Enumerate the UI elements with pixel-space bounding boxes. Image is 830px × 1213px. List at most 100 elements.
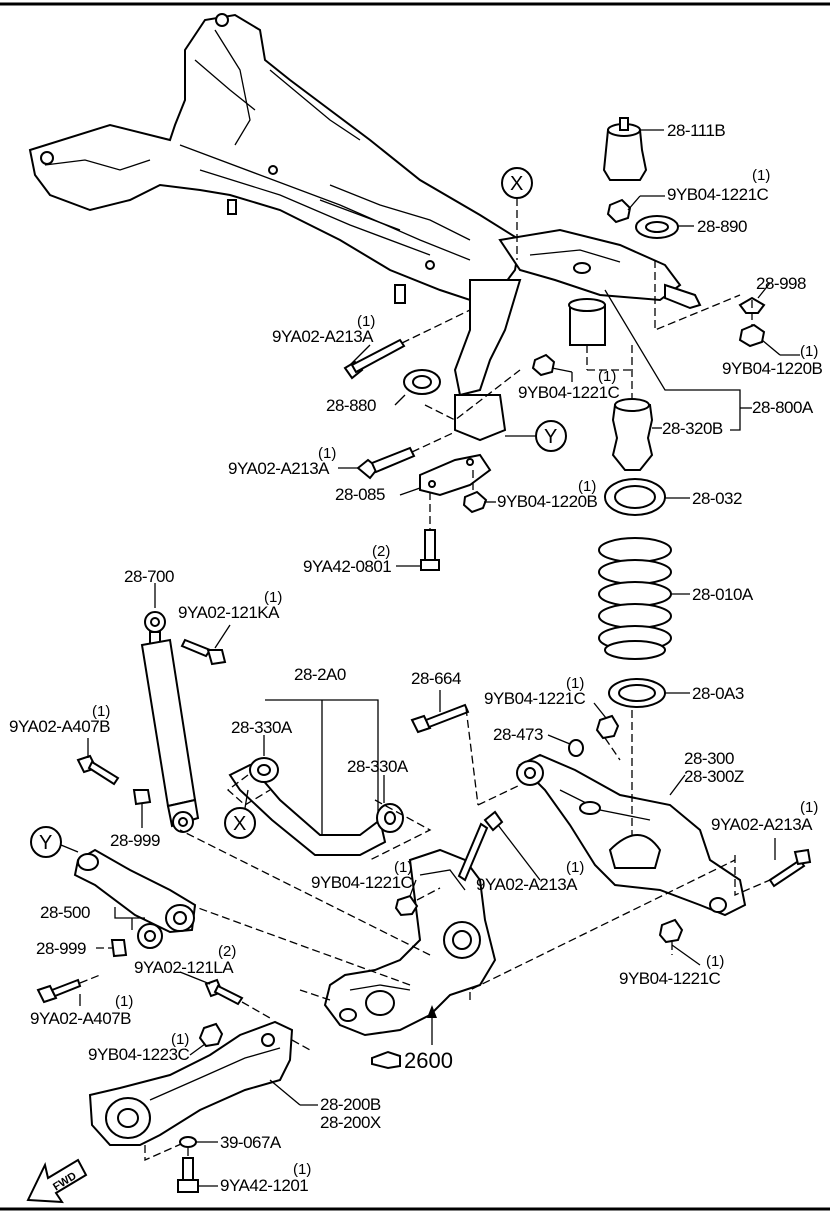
label-28-085: 28-085: [335, 485, 385, 504]
knuckle-2600: [179, 829, 736, 1037]
bolt-9YA02-A213A-middle: [356, 431, 456, 480]
marker-y-link-text: Y: [39, 832, 52, 854]
label-9YB04-1221C-e: 9YB04-1221C: [311, 873, 413, 892]
label-28-2A0: 28-2A0: [294, 665, 346, 684]
qty-9YB04-1221C-e: (1): [394, 859, 412, 876]
label-9YA02-A213A-c: 9YA02-A213A: [711, 815, 813, 834]
reference-marker-y-top: [505, 420, 567, 452]
label-28-999-b: 28-999: [36, 939, 86, 958]
shock-absorber-28-700: [140, 583, 200, 833]
label-9YA02-121LA: 9YA02-121LA: [134, 958, 234, 977]
label-28-998: 28-998: [756, 274, 806, 293]
washer-39-067A: [179, 1136, 218, 1148]
qty-9YA02-A213A-b: (1): [318, 445, 336, 462]
label-9YA42-1201: 9YA42-1201: [220, 1176, 308, 1195]
bolt-9YA02-A213A-right: [768, 838, 812, 888]
qty-9YA02-A213A-c: (1): [800, 799, 818, 816]
label-28-300: 28-300: [684, 749, 734, 768]
bolt-9YA02-A407B-lower: [36, 974, 101, 1006]
lower-arm-28-200B: [88, 1020, 318, 1162]
marker-x-top-text: X: [510, 173, 523, 195]
label-9YB04-1220B-b: 9YB04-1220B: [497, 492, 598, 511]
nut-9YB04-1220B-right: [738, 323, 800, 356]
label-28-111B: 28-111B: [667, 121, 725, 140]
bolt-9YA42-1201: [177, 1148, 218, 1193]
label-28-320B: 28-320B: [662, 419, 723, 438]
label-9YA02-A213A-b: 9YA02-A213A: [228, 459, 330, 478]
qty-9YA02-121KA: (1): [264, 589, 282, 606]
qty-9YB04-1221C-a: (1): [752, 167, 770, 184]
reference-marker-x-top: [501, 167, 533, 260]
dust-boot-28-320B: [611, 398, 662, 471]
label-9YB04-1221C-d: 9YB04-1221C: [619, 969, 721, 988]
qty-9YA42-1201: (1): [293, 1161, 311, 1178]
marker-x-link-text: X: [233, 813, 246, 835]
label-28-700: 28-700: [124, 567, 174, 586]
label-28-0A3: 28-0A3: [692, 684, 744, 703]
label-9YB04-1220B-a: 9YB04-1220B: [722, 359, 823, 378]
lower-arm-28-300: [516, 710, 771, 917]
label-28-330A-b: 28-330A: [347, 757, 409, 776]
qty-9YA02-121LA: (2): [218, 943, 236, 960]
nut-9YB04-1220B-middle: [462, 470, 496, 514]
qty-9YA42-0801: (2): [372, 543, 390, 560]
bolt-9YA02-121LA: [179, 971, 271, 1019]
rear-crossmember: [28, 13, 702, 442]
bolt-28-664: [410, 690, 521, 806]
label-28-500: 28-500: [40, 903, 90, 922]
label-28-664: 28-664: [411, 669, 461, 688]
bracket-28-800A: [604, 289, 752, 431]
bolt-9YA02-A213A-knuckle: [457, 810, 541, 882]
label-39-067A: 39-067A: [220, 1133, 282, 1152]
label-9YB04-1221C-a: 9YB04-1221C: [667, 185, 769, 204]
bolt-9YA02-A407B-upper: [76, 738, 120, 786]
arrow-2600: [371, 1005, 437, 1070]
label-9YA42-0801: 9YA42-0801: [303, 557, 391, 576]
label-28-999-a: 28-999: [110, 831, 160, 850]
nut-9YB04-1221C-lower-arm: [593, 702, 620, 740]
label-9YA02-A213A-a: 9YA02-A213A: [272, 327, 374, 346]
label-28-200X: 28-200X: [320, 1113, 381, 1132]
marker-y-top-text: Y: [544, 426, 557, 448]
label-28-473: 28-473: [493, 725, 543, 744]
label-28-300Z: 28-300Z: [684, 767, 744, 786]
washer-28-999-lower: [96, 939, 128, 958]
reference-marker-x-link: [224, 789, 256, 839]
bolt-9YA02-A213A-upper: [343, 309, 471, 380]
qty-9YB04-1220B-b: (1): [578, 478, 596, 495]
qty-9YB04-1223C: (1): [171, 1031, 189, 1048]
label-2600: 2600: [404, 1048, 453, 1073]
bump-stopper-28-111B: [602, 117, 664, 181]
label-28-330A-a: 28-330A: [231, 718, 293, 737]
label-9YB04-1221C-b: 9YB04-1221C: [518, 383, 620, 402]
label-9YB04-1221C-c: 9YB04-1221C: [484, 689, 586, 708]
washer-28-473: [547, 734, 584, 757]
bolt-9YA02-121KA: [180, 624, 231, 666]
label-28-200B: 28-200B: [320, 1095, 381, 1114]
label-9YA02-A213A-d: 9YA02-A213A: [476, 875, 578, 894]
upper-link-28-2A0: [226, 699, 432, 861]
qty-9YA02-A213A-d: (1): [566, 859, 584, 876]
label-28-010A: 28-010A: [692, 585, 754, 604]
washer-28-999-upper: [132, 789, 152, 828]
reference-marker-y-link: [30, 826, 79, 858]
label-28-890: 28-890: [697, 217, 747, 236]
label-9YB04-1223C: 9YB04-1223C: [88, 1045, 190, 1064]
upper-seat-28-890: [635, 215, 694, 239]
coil-spring-28-010A: [598, 537, 690, 660]
qty-9YB04-1220B-a: (1): [800, 343, 818, 360]
nut-9YB04-1221C-middle: [531, 353, 573, 382]
plate-28-085: [399, 453, 492, 497]
label-9YA02-A407B-b: 9YA02-A407B: [30, 1009, 131, 1028]
bolt-9YA42-0801: [396, 492, 440, 571]
qty-9YB04-1221C-c: (1): [566, 675, 584, 692]
qty-9YA02-A407B-b: (1): [115, 993, 133, 1010]
qty-9YA02-A407B-a: (1): [92, 703, 110, 720]
label-9YA02-A407B-a: 9YA02-A407B: [9, 717, 110, 736]
nut-9YB04-1221C-knuckle: [394, 879, 441, 917]
label-9YA02-121KA: 9YA02-121KA: [178, 603, 280, 622]
nut-9YB04-1221C-lower-right: [658, 918, 701, 966]
spring-seat-28-032: [604, 478, 690, 516]
qty-9YA02-A213A-a: (1): [357, 313, 375, 330]
